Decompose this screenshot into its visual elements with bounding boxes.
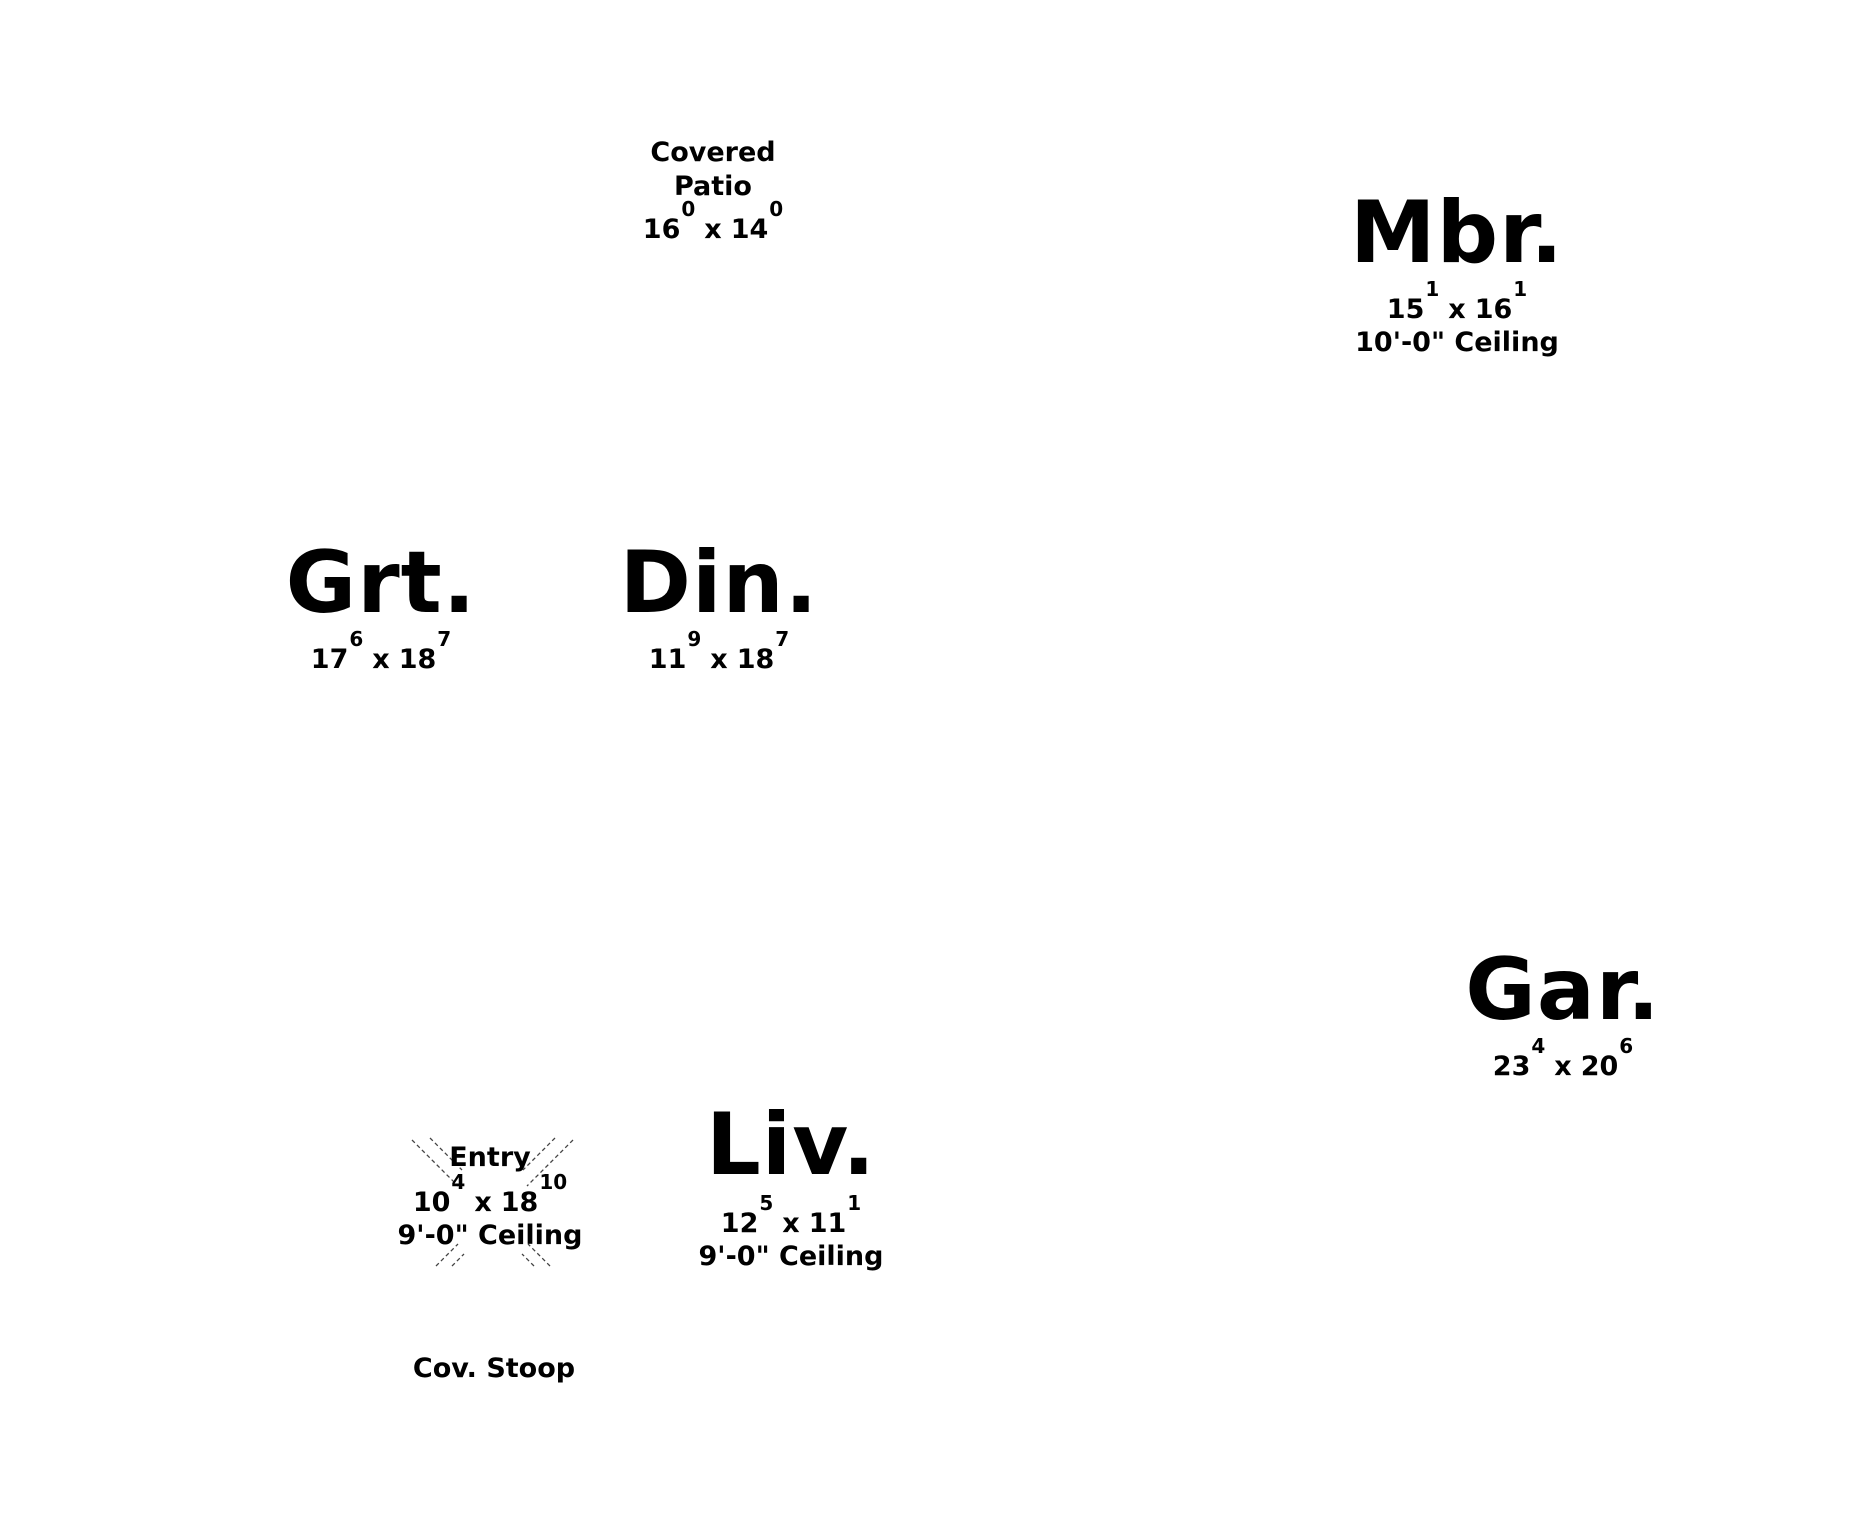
room-name: Din.	[619, 533, 819, 633]
width-inches: 1	[1425, 277, 1440, 301]
room-label-cov-stoop: Cov. Stoop	[413, 1352, 575, 1386]
width-inches: 0	[681, 196, 696, 221]
depth-inches: 7	[437, 627, 452, 651]
room-name: Grt.	[285, 533, 477, 633]
width-inches: 9	[687, 627, 702, 651]
depth-inches: 7	[775, 627, 790, 651]
room-name: Cov. Stoop	[412, 1353, 576, 1384]
depth-inches: 1	[1513, 277, 1528, 301]
entry-line-top-right-b	[522, 1137, 556, 1171]
depth-inches: 6	[1619, 1034, 1634, 1058]
entry-line-bottom-left-a	[435, 1243, 459, 1267]
dimension-separator: x	[474, 1186, 492, 1218]
width-inches: 6	[349, 627, 364, 651]
room-dimensions: 176x 187	[310, 629, 451, 675]
width-feet: 15	[1386, 294, 1425, 325]
room-name: Liv.	[705, 1095, 876, 1195]
entry-line-bottom-right-a	[527, 1243, 551, 1267]
depth-feet: 20	[1580, 1051, 1619, 1082]
entry-line-top-right-a	[526, 1139, 574, 1187]
width-feet: 11	[648, 644, 687, 675]
room-dimensions: 234x 206	[1492, 1036, 1633, 1082]
room-name-line-2: Patio	[673, 170, 752, 202]
depth-inches: 10	[539, 1169, 568, 1194]
width-inches: 4	[451, 1169, 466, 1194]
dimension-separator: x	[1448, 294, 1466, 325]
entry-line-top-left-a	[411, 1139, 459, 1187]
depth-feet: 18	[736, 644, 775, 675]
width-feet: 12	[720, 1208, 759, 1239]
depth-feet: 14	[730, 213, 769, 245]
entry-line-top-left-b	[429, 1137, 463, 1171]
dimension-separator: x	[710, 644, 728, 675]
depth-inches: 0	[769, 196, 784, 221]
room-dimensions: 125x 111	[720, 1193, 861, 1239]
entry-diagonal-lines	[411, 1137, 574, 1267]
width-feet: 23	[1492, 1051, 1531, 1082]
dimension-separator: x	[1554, 1051, 1572, 1082]
width-feet: 17	[310, 644, 349, 675]
width-feet: 10	[412, 1186, 451, 1218]
width-inches: 4	[1531, 1034, 1546, 1058]
dimension-separator: x	[782, 1208, 800, 1239]
width-feet: 16	[642, 213, 681, 245]
room-name-line-1: Covered	[650, 137, 776, 168]
ceiling-height: 9'-0" Ceiling	[698, 1241, 884, 1272]
room-name: Gar.	[1465, 940, 1661, 1040]
depth-inches: 1	[847, 1191, 862, 1215]
width-inches: 5	[759, 1191, 774, 1215]
room-name: Entry	[449, 1142, 531, 1173]
depth-feet: 16	[1474, 294, 1513, 325]
depth-feet: 11	[808, 1208, 847, 1239]
dimension-separator: x	[704, 213, 722, 245]
depth-feet: 18	[500, 1186, 539, 1218]
dimension-separator: x	[372, 644, 390, 675]
entry-line-bottom-right-b	[521, 1253, 535, 1267]
room-name: Mbr.	[1350, 183, 1564, 283]
depth-feet: 18	[398, 644, 437, 675]
entry-line-bottom-left-b	[451, 1253, 465, 1267]
room-dimensions: 119x 187	[648, 629, 789, 675]
ceiling-height: 10'-0" Ceiling	[1355, 327, 1559, 358]
ceiling-height: 9'-0" Ceiling	[397, 1219, 583, 1251]
